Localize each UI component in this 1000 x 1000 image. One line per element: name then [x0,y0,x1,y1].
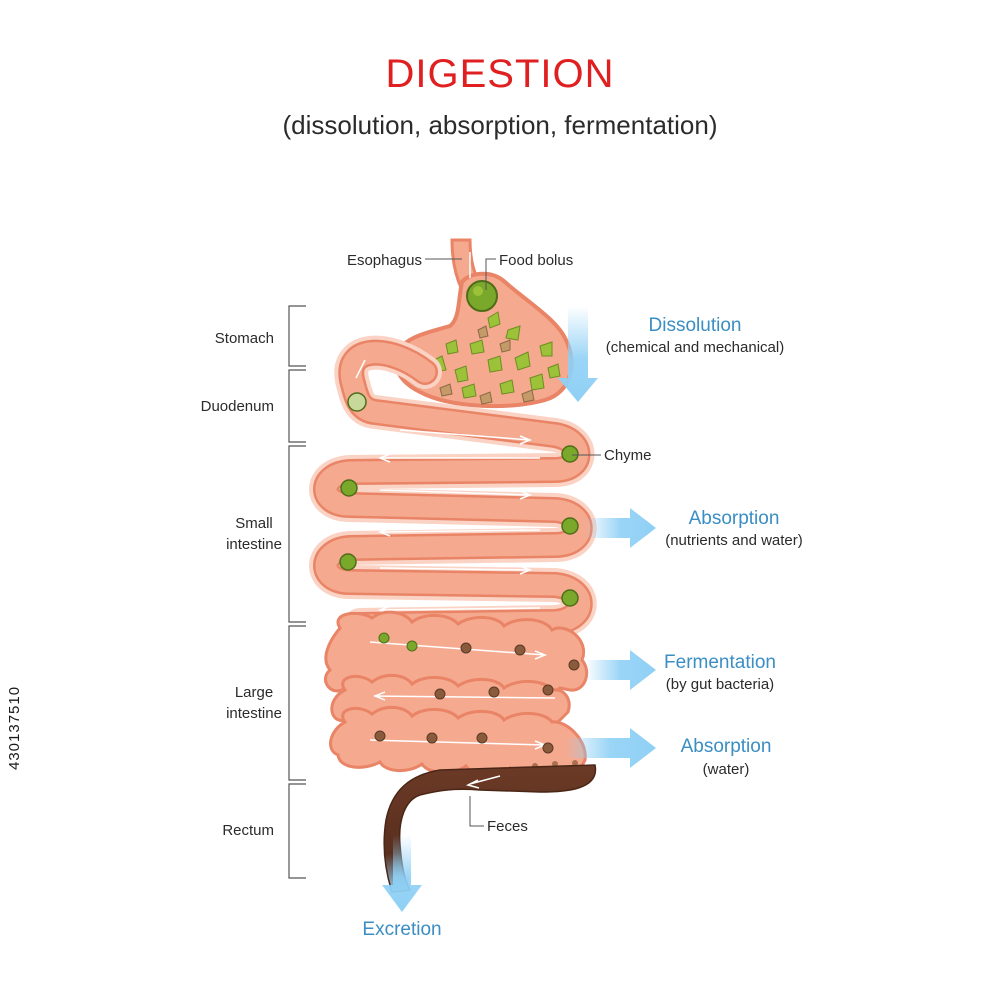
chyme [561,445,579,463]
small-intestine [309,335,597,642]
label-large-intestine-2: intestine [226,705,282,722]
label-duodenum: Duodenum [201,398,274,415]
process-absorption-nutrients: Absorption [689,508,780,529]
absorption-nutrients-arrow [585,508,656,548]
diagram-title: DIGESTION [385,52,615,96]
absorption-water-arrow [565,728,656,768]
label-small-intestine-2: intestine [226,536,282,553]
process-absorption-water: Absorption [681,736,772,757]
label-stomach: Stomach [215,330,274,347]
section-brackets [288,305,306,879]
fermentation-arrow [585,650,656,690]
label-esophagus: Esophagus [347,252,422,269]
diagram-subtitle: (dissolution, absorption, fermentation) [282,110,718,140]
process-absorption-nutrients-detail: (nutrients and water) [665,532,803,549]
stock-image-id: 430137510 [6,685,23,770]
process-dissolution-detail: (chemical and mechanical) [606,339,784,356]
label-food-bolus: Food bolus [499,252,573,269]
process-excretion: Excretion [362,919,441,940]
process-fermentation: Fermentation [664,652,776,673]
process-fermentation-detail: (by gut bacteria) [666,676,774,693]
process-arrows [382,306,656,912]
food-bolus [466,280,498,312]
large-intestine [323,610,589,781]
label-feces: Feces [487,818,528,835]
process-absorption-water-detail: (water) [703,761,750,778]
leader-lines [425,258,601,827]
label-rectum: Rectum [222,822,274,839]
label-large-intestine-1: Large [235,684,273,701]
excretion-arrow [382,835,422,912]
label-chyme: Chyme [604,447,652,464]
label-small-intestine-1: Small [235,515,273,532]
food-pieces [417,311,561,399]
dissolution-arrow [558,306,598,402]
process-dissolution: Dissolution [649,315,742,336]
